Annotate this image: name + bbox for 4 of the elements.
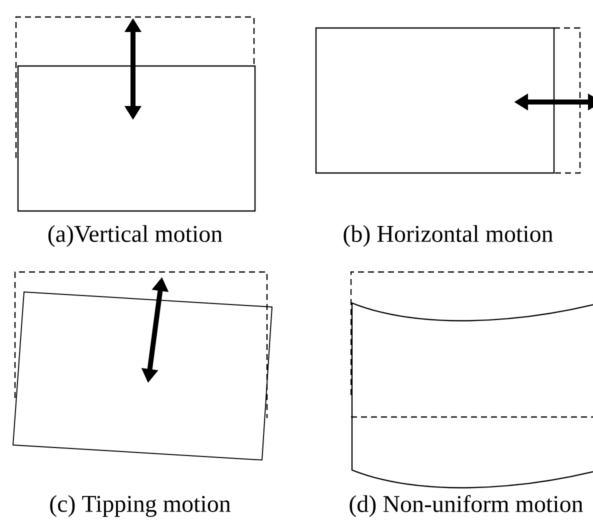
caption: (c) Tipping motion (50, 495, 231, 517)
caption: (b) Horizontal motion (344, 225, 553, 247)
caption: (d) Non-uniform motion (350, 495, 583, 518)
caption: (a)Vertical motion (48, 225, 222, 247)
